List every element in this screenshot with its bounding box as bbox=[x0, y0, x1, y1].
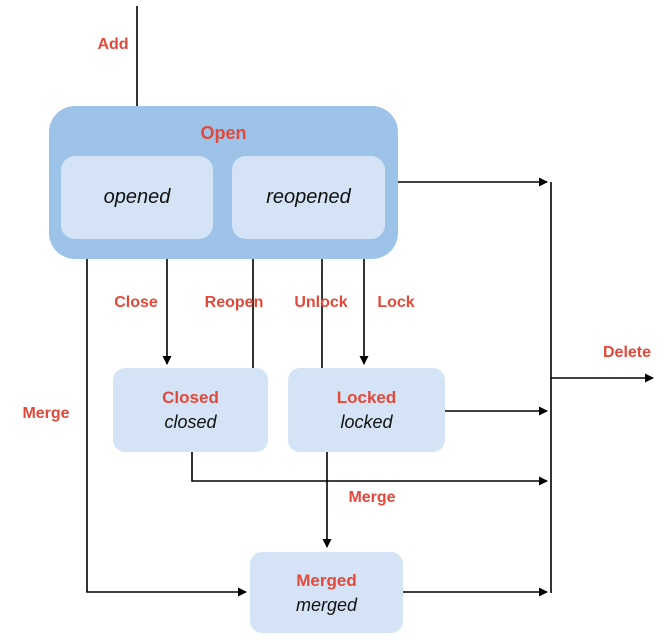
transition-label-lock: Lock bbox=[377, 294, 415, 311]
transition-label-unlock: Unlock bbox=[294, 294, 348, 311]
transition-label-delete: Delete bbox=[602, 344, 652, 361]
state-reopened: reopened bbox=[232, 156, 385, 239]
state-locked-value: locked bbox=[340, 412, 393, 432]
edge-closed-to-trunk-arrow bbox=[191, 452, 548, 486]
transition-label-close: Close bbox=[114, 294, 158, 311]
transition-label-merge-open: Merge bbox=[22, 405, 70, 422]
state-opened-label: opened bbox=[103, 186, 171, 208]
edge-open-merge-arrow bbox=[86, 259, 247, 597]
state-locked: Locked locked bbox=[288, 368, 445, 452]
transition-label-add: Add bbox=[97, 36, 129, 53]
state-merged-name: Merged bbox=[296, 570, 357, 590]
state-closed-value: closed bbox=[164, 412, 217, 432]
state-merged: Merged merged bbox=[250, 552, 403, 633]
transition-label-reopen: Reopen bbox=[204, 294, 264, 311]
state-closed: Closed closed bbox=[113, 368, 268, 452]
state-locked-name: Locked bbox=[336, 388, 397, 407]
state-open-title: Open bbox=[200, 123, 247, 143]
state-closed-name: Closed bbox=[162, 388, 219, 407]
transition-label-merge-locked: Merge bbox=[348, 489, 396, 506]
state-reopened-label: reopened bbox=[266, 186, 351, 208]
state-opened: opened bbox=[61, 156, 213, 239]
state-merged-value: merged bbox=[295, 594, 358, 615]
